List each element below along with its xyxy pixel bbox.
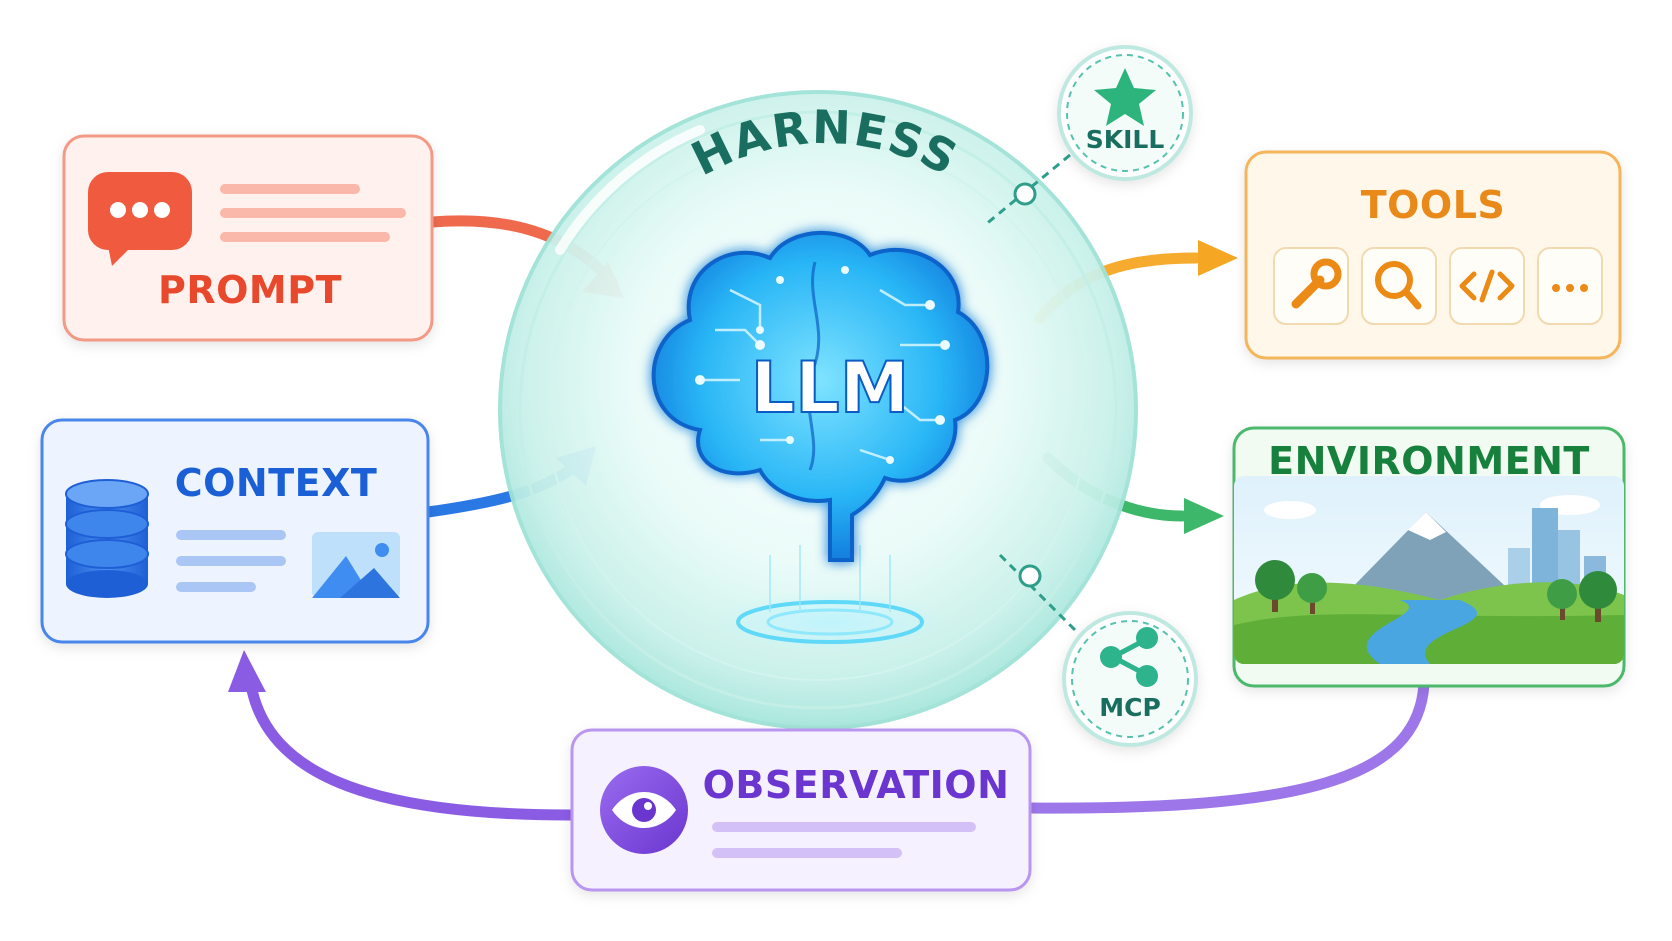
brain-icon bbox=[651, 230, 990, 562]
eye-icon bbox=[600, 766, 688, 854]
tool-wrench[interactable] bbox=[1273, 247, 1349, 325]
hologram-base bbox=[710, 545, 950, 652]
tools-label: TOOLS bbox=[1361, 183, 1506, 227]
skill-chip[interactable]: SKILL bbox=[1057, 45, 1193, 181]
mcp-connector bbox=[998, 553, 1087, 642]
chat-bubble-icon bbox=[88, 172, 192, 266]
tool-more[interactable] bbox=[1537, 247, 1603, 325]
context-return-arrowhead bbox=[228, 650, 266, 692]
observation-card[interactable]: OBSERVATION bbox=[570, 728, 1032, 892]
prompt-text-line bbox=[220, 232, 390, 242]
mcp-label: MCP bbox=[1099, 693, 1161, 722]
prompt-card[interactable]: PROMPT bbox=[62, 134, 434, 342]
database-icon bbox=[65, 479, 149, 598]
environment-to-observation-arrow bbox=[1024, 678, 1430, 814]
river bbox=[1366, 600, 1478, 664]
skill-connector bbox=[984, 153, 1071, 227]
environment-label: ENVIRONMENT bbox=[1268, 439, 1590, 483]
tool-search[interactable] bbox=[1361, 247, 1437, 325]
ellipsis-icon bbox=[1552, 284, 1588, 292]
context-text-line bbox=[176, 582, 256, 592]
observation-to-context-arrow bbox=[246, 684, 576, 821]
observation-label: OBSERVATION bbox=[703, 763, 1010, 807]
context-card[interactable]: CONTEXT bbox=[40, 418, 430, 644]
code-icon bbox=[1459, 269, 1515, 303]
wrench-icon bbox=[1291, 258, 1342, 309]
trees bbox=[1255, 560, 1617, 622]
tools-card[interactable]: TOOLS bbox=[1244, 150, 1622, 360]
search-icon bbox=[1375, 261, 1422, 310]
image-icon bbox=[312, 532, 400, 598]
landscape-illustration bbox=[1234, 476, 1624, 664]
prompt-label: PROMPT bbox=[158, 268, 342, 312]
observation-text-line bbox=[712, 848, 902, 858]
environment-card[interactable]: ENVIRONMENT bbox=[1232, 426, 1626, 688]
skill-connector-node bbox=[1013, 182, 1037, 206]
mcp-connector-node bbox=[1018, 564, 1042, 588]
context-label: CONTEXT bbox=[175, 461, 378, 505]
share-icon bbox=[1100, 627, 1158, 687]
prompt-text-line bbox=[220, 208, 406, 218]
tools-arrowhead bbox=[1198, 240, 1238, 276]
context-text-line bbox=[176, 530, 286, 540]
environment-arrowhead bbox=[1184, 498, 1224, 534]
prompt-text-line bbox=[220, 184, 360, 194]
star-icon bbox=[1094, 68, 1156, 126]
mcp-chip[interactable]: MCP bbox=[1062, 611, 1198, 747]
context-text-line bbox=[176, 556, 286, 566]
tool-code[interactable] bbox=[1449, 247, 1525, 325]
observation-text-line bbox=[712, 822, 976, 832]
skill-label: SKILL bbox=[1086, 125, 1165, 154]
llm-label: LLM bbox=[751, 347, 910, 429]
